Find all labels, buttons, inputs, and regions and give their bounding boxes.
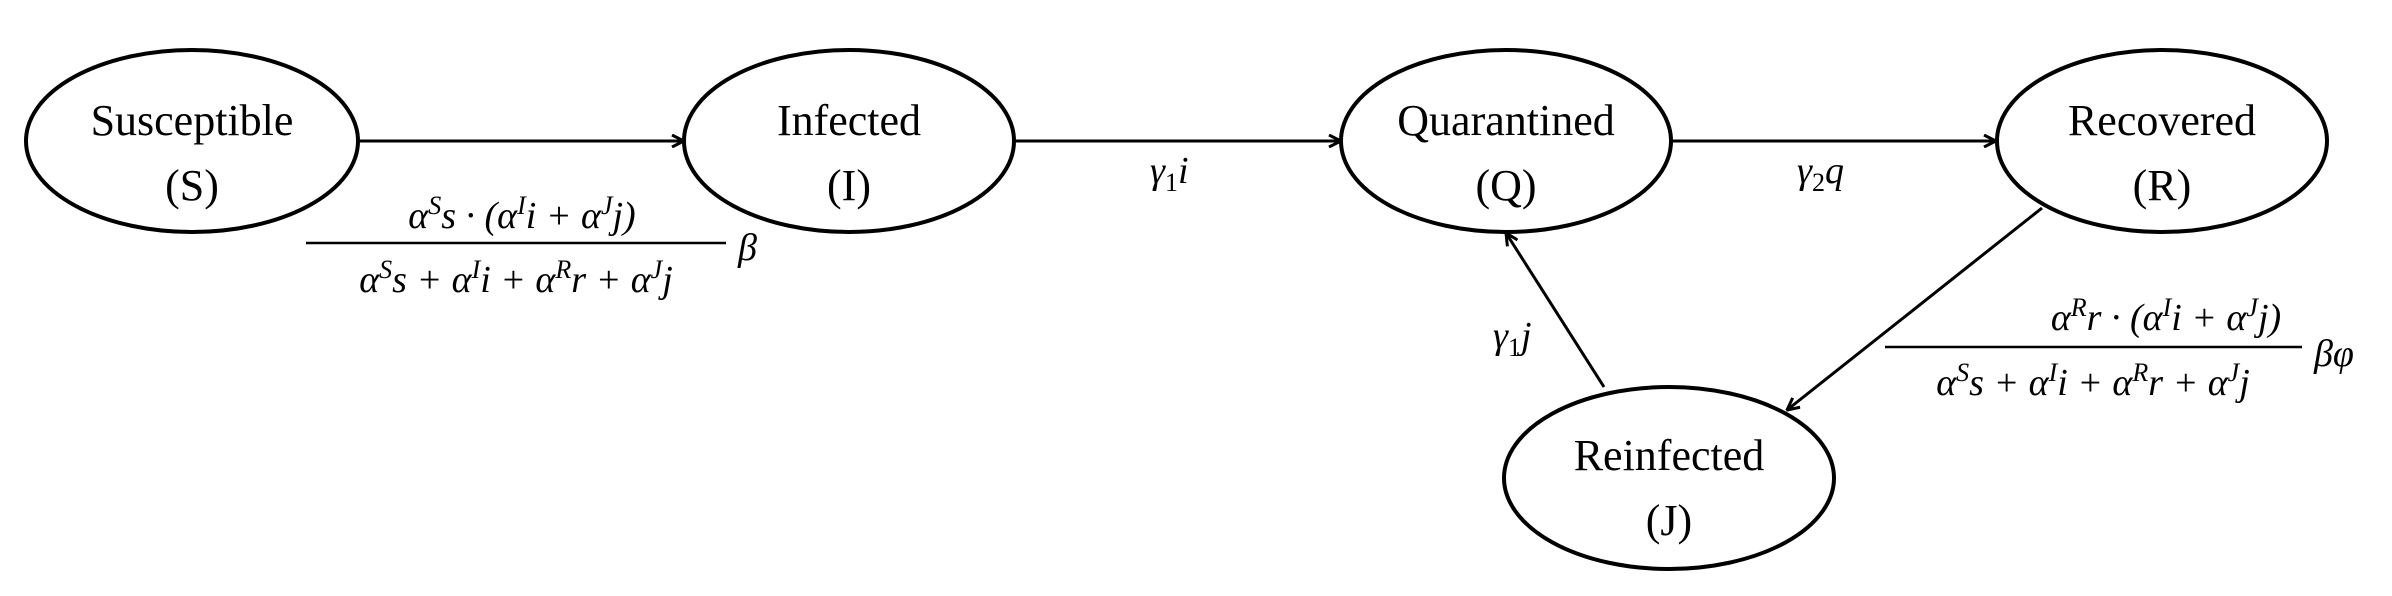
label-s-to-i-factor: β: [737, 227, 757, 269]
label-s-to-i: αSs · (αIi + αJj) αSs + αIi + αRr + αJj …: [306, 191, 757, 301]
label-s-to-i-denominator: αSs + αIi + αRr + αJj: [359, 255, 673, 301]
arrow-j-to-q: [1506, 233, 1606, 388]
node-quarantined-abbr: (Q): [1475, 161, 1536, 210]
label-r-to-j-factor: βφ: [2313, 333, 2354, 375]
node-recovered: Recovered (R): [1995, 48, 2329, 234]
node-quarantined-name: Quarantined: [1397, 96, 1614, 145]
label-q-to-r: γ2q: [1797, 150, 1844, 197]
node-susceptible-name: Susceptible: [91, 96, 294, 145]
label-r-to-j-denominator: αSs + αIi + αRr + αJj: [1936, 358, 2250, 404]
label-r-to-j-numerator: αRr · (αIi + αJj): [2051, 293, 2281, 339]
node-susceptible: Susceptible (S): [24, 48, 360, 234]
label-r-to-j: αRr · (αIi + αJj) αSs + αIi + αRr + αJj …: [1885, 293, 2354, 404]
node-recovered-name: Recovered: [2068, 96, 2256, 145]
node-infected-abbr: (I): [827, 161, 871, 210]
node-reinfected: Reinfected (J): [1502, 385, 1836, 571]
label-s-to-i-numerator: αSs · (αIi + αJj): [408, 191, 635, 237]
node-quarantined: Quarantined (Q): [1339, 48, 1673, 234]
label-i-to-q: γ1i: [1150, 150, 1189, 197]
label-j-to-q: γ1j: [1493, 315, 1532, 362]
node-infected: Infected (I): [682, 48, 1016, 234]
node-reinfected-name: Reinfected: [1574, 431, 1765, 480]
arrow-r-to-j: [1787, 206, 2043, 410]
node-recovered-abbr: (R): [2133, 161, 2192, 210]
node-reinfected-abbr: (J): [1646, 496, 1692, 545]
node-infected-name: Infected: [777, 96, 921, 145]
node-susceptible-abbr: (S): [165, 161, 219, 210]
